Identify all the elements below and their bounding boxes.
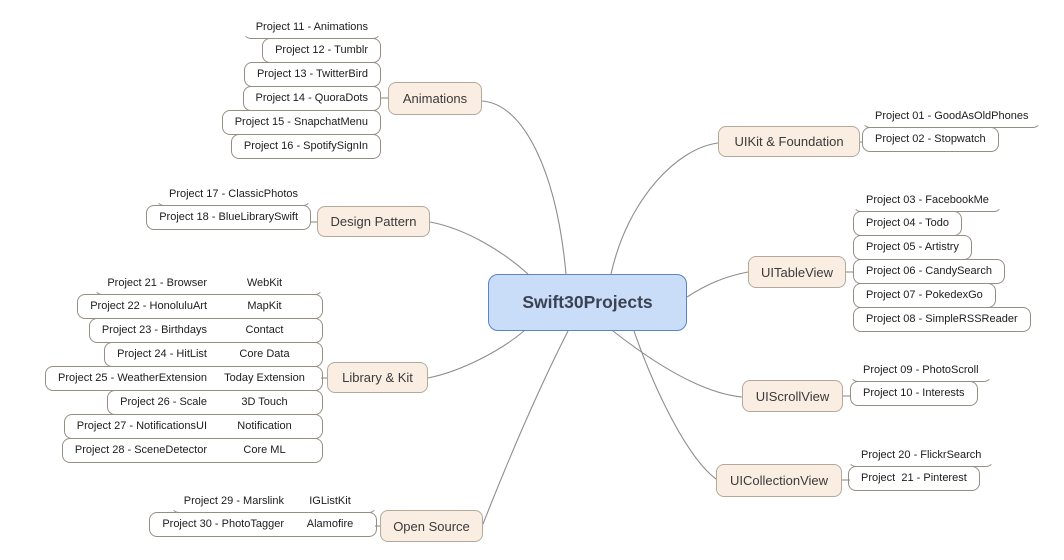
branch-node-uicollectionview[interactable]: UICollectionView [716, 464, 842, 497]
leaf-group-uikit-foundation: Project 01 - GoodAsOldPhones Project 02 … [862, 104, 1042, 152]
leaf-project-10[interactable]: Project 10 - Interests [850, 381, 978, 406]
leaf-project-18[interactable]: Project 18 - BlueLibrarySwift [146, 205, 311, 230]
leaf-project-14[interactable]: Project 14 - QuoraDots [242, 86, 381, 111]
project-label: Project 23 - Birthdays [101, 324, 207, 336]
project-label: Project 30 - PhotoTagger [162, 518, 284, 530]
leaf-project-24[interactable]: Project 24 - HitList Core Data [104, 342, 323, 367]
curve-root-design-pattern [429, 221, 529, 275]
kit-label: Notification [237, 420, 292, 432]
project-label: Project 28 - SceneDetector [74, 444, 207, 456]
root-node-swift30projects[interactable]: Swift30Projects [488, 274, 687, 331]
branch-node-uitableview[interactable]: UITableView [748, 256, 846, 288]
leaf-group-uitableview: Project 03 - FacebookMe Project 04 - Tod… [853, 188, 1031, 332]
leaf-project-20[interactable]: Project 20 - FlickrSearch [848, 443, 995, 467]
kit-label: Core ML [243, 444, 286, 456]
leaf-project-21[interactable]: Project 21 - Browser WebKit [94, 271, 323, 295]
curve-root-uiscrollview [612, 330, 743, 398]
project-label: Project 26 - Scale [120, 396, 207, 408]
branch-node-uikit-foundation[interactable]: UIKit & Foundation [718, 126, 860, 157]
leaf-group-library-kit: Project 21 - Browser WebKit Project 22 - … [45, 271, 323, 463]
kit-label: IGListKit [309, 494, 351, 507]
leaf-project-02[interactable]: Project 02 - Stopwatch [862, 127, 999, 152]
leaf-group-open-source: Project 29 - Marslink IGListKit Project 3… [149, 489, 377, 537]
curve-root-uikit-foundation [610, 142, 719, 275]
project-label: Project 29 - Marslink [183, 494, 284, 507]
leaf-project-25[interactable]: Project 25 - WeatherExtension Today Exten… [45, 366, 323, 391]
leaf-project-11[interactable]: Project 11 - Animations [242, 15, 381, 39]
kit-label: Today Extension [224, 372, 305, 384]
leaf-project-01[interactable]: Project 01 - GoodAsOldPhones [862, 104, 1042, 128]
project-label: Project 25 - WeatherExtension [58, 372, 207, 384]
kit-label: Alamofire [306, 518, 354, 530]
leaf-project-23[interactable]: Project 23 - Birthdays Contact [88, 318, 323, 343]
kit-label: Contact [245, 324, 284, 336]
leaf-project-26[interactable]: Project 26 - Scale 3D Touch [107, 390, 323, 415]
leaf-project-09[interactable]: Project 09 - PhotoScroll [850, 358, 992, 382]
leaf-project-13[interactable]: Project 13 - TwitterBird [243, 62, 381, 87]
branch-node-uiscrollview[interactable]: UIScrollView [742, 380, 843, 412]
leaf-project-06[interactable]: Project 06 - CandySearch [853, 259, 1005, 284]
leaf-group-animations: Project 11 - Animations Project 12 - Tum… [221, 15, 381, 159]
leaf-project-12[interactable]: Project 12 - Tumblr [262, 38, 381, 63]
leaf-project-22[interactable]: Project 22 - HonoluluArt MapKit [77, 294, 323, 319]
project-label: Project 21 - Browser [107, 276, 207, 289]
leaf-project-04[interactable]: Project 04 - Todo [853, 211, 962, 236]
leaf-project-27[interactable]: Project 27 - NotificationsUI Notification [63, 414, 323, 439]
leaf-project-15[interactable]: Project 15 - SnapchatMenu [221, 110, 381, 135]
kit-label: 3D Touch [241, 396, 288, 408]
branch-node-design-pattern[interactable]: Design Pattern [317, 206, 430, 237]
branch-node-animations[interactable]: Animations [388, 82, 482, 115]
branch-node-open-source[interactable]: Open Source [380, 510, 483, 542]
project-label: Project 24 - HitList [117, 348, 207, 360]
curve-root-animations [481, 100, 567, 275]
leaf-group-uiscrollview: Project 09 - PhotoScroll Project 10 - In… [850, 358, 992, 406]
leaf-group-uicollectionview: Project 20 - FlickrSearch Project 21 - P… [848, 443, 995, 491]
leaf-project-21[interactable]: Project 21 - Pinterest [848, 466, 980, 491]
curve-root-uitableview [686, 271, 749, 298]
leaf-project-17[interactable]: Project 17 - ClassicPhotos [156, 182, 311, 206]
project-label: Project 27 - NotificationsUI [76, 420, 207, 432]
curve-root-library-kit [427, 330, 525, 379]
curve-root-uicollectionview [633, 330, 717, 480]
leaf-project-08[interactable]: Project 08 - SimpleRSSReader [853, 307, 1031, 332]
project-label: Project 22 - HonoluluArt [90, 300, 207, 312]
leaf-project-29[interactable]: Project 29 - Marslink IGListKit [170, 489, 377, 513]
curve-root-open-source [482, 330, 569, 525]
kit-label: WebKit [246, 276, 283, 289]
kit-label: MapKit [247, 300, 282, 312]
leaf-project-05[interactable]: Project 05 - Artistry [853, 235, 972, 260]
leaf-project-30[interactable]: Project 30 - PhotoTagger Alamofire [149, 512, 377, 537]
leaf-project-03[interactable]: Project 03 - FacebookMe [853, 188, 1002, 212]
leaf-project-16[interactable]: Project 16 - SpotifySignIn [230, 134, 381, 159]
leaf-group-design-pattern: Project 17 - ClassicPhotos Project 18 - … [146, 182, 311, 230]
kit-label: Core Data [239, 348, 290, 360]
branch-node-library-kit[interactable]: Library & Kit [327, 362, 428, 393]
leaf-project-28[interactable]: Project 28 - SceneDetector Core ML [61, 438, 323, 463]
leaf-project-07[interactable]: Project 07 - PokedexGo [853, 283, 996, 308]
